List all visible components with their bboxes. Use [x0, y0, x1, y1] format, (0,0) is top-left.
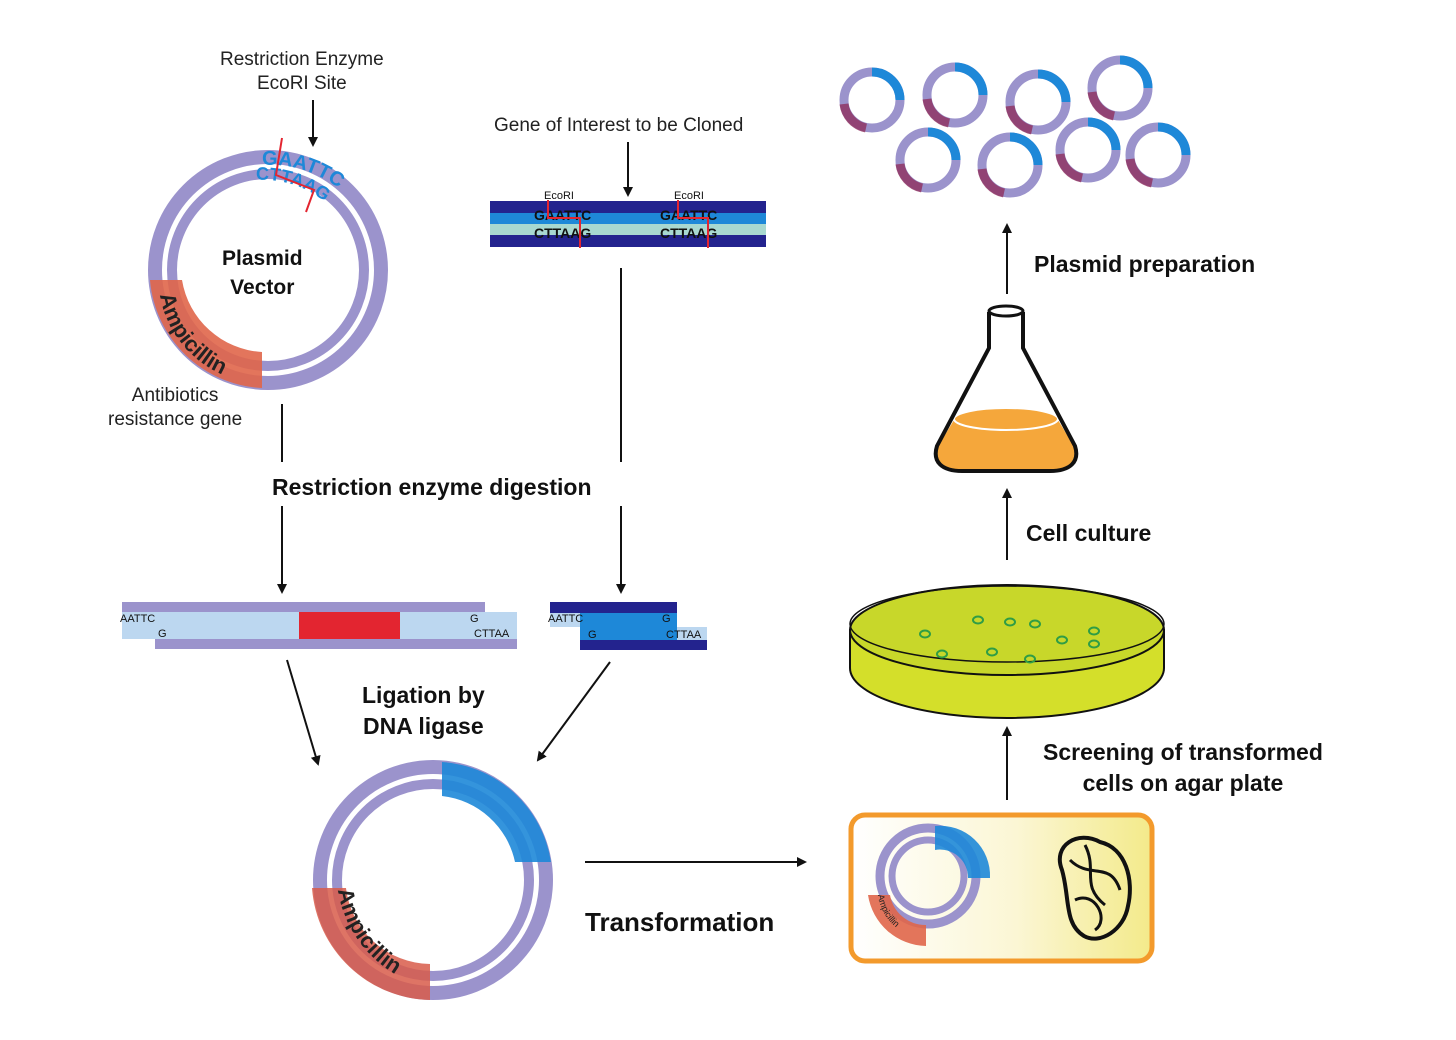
- mini-plasmid: [1087, 55, 1153, 121]
- insert-region: [299, 612, 400, 639]
- digested-insert: AATTC G G CTTAA: [548, 602, 707, 650]
- recombinant-plasmid: Ampicillin: [312, 760, 553, 1000]
- ampicillin-label: Ampicillin: [155, 290, 231, 379]
- mini-plasmid: [1055, 117, 1121, 183]
- bacterial-chromosome: [1058, 835, 1132, 941]
- prepared-plasmids: [839, 55, 1191, 198]
- cut-mark: [274, 137, 316, 213]
- transformation-label: Transformation: [585, 907, 775, 937]
- transformed-cell: Ampicillin: [848, 812, 1155, 964]
- cell-culture-label: Cell culture: [1026, 520, 1152, 546]
- screening-label: Screening of transformed cells on agar p…: [1043, 739, 1323, 796]
- plasmid-inner-strand: [167, 169, 369, 371]
- ins-g-right: G: [662, 613, 671, 625]
- ampicillin-region: [150, 280, 262, 388]
- digested-vector: AATTC G G CTTAA: [120, 602, 517, 649]
- restriction-site-label: Restriction Enzyme EcoRI Site: [220, 49, 384, 94]
- digestion-label: Restriction enzyme digestion: [272, 474, 592, 500]
- ligation-label: Ligation by DNA ligase: [362, 682, 485, 739]
- ampicillin-region-lig: [312, 888, 430, 1000]
- vec-cttaa: CTTAA: [474, 628, 510, 640]
- petri-dish: [849, 584, 1165, 719]
- mini-plasmid: [1005, 69, 1071, 135]
- ecori-left-label: EcoRI: [544, 190, 574, 202]
- vec-g-right: G: [470, 613, 479, 625]
- gene-of-interest-label: Gene of Interest to be Cloned: [494, 115, 744, 136]
- insert-gene-region: [442, 762, 551, 862]
- ins-aattc: AATTC: [548, 613, 583, 625]
- ins-cttaa: CTTAA: [666, 629, 702, 641]
- mini-plasmid: [922, 62, 988, 128]
- seq-left-top: GAATTC: [534, 207, 591, 223]
- colonies: [919, 615, 1100, 664]
- mini-plasmid: [977, 132, 1043, 198]
- vec-aattc: AATTC: [120, 613, 155, 625]
- ecori-right-label: EcoRI: [674, 190, 704, 202]
- plasmid-vector-label: Plasmid Vector: [222, 247, 303, 299]
- gene-of-interest-dna: EcoRI EcoRI GAATTC CTTAAG GAATTC CTTAAG: [490, 190, 766, 248]
- ins-g-left: G: [588, 629, 597, 641]
- plasmid-prep-label: Plasmid preparation: [1034, 251, 1256, 277]
- antibiotics-label: Antibiotics resistance gene: [108, 385, 243, 430]
- seq-left-bottom: CTTAAG: [534, 225, 591, 241]
- mini-plasmid: [839, 67, 905, 133]
- mini-plasmid: [895, 127, 961, 193]
- seq-right-bottom: CTTAAG: [660, 225, 717, 241]
- mini-plasmid: [1125, 122, 1191, 188]
- svg-text:Ampicillin: Ampicillin: [155, 290, 231, 379]
- vec-g-left: G: [158, 628, 167, 640]
- culture-flask: [933, 304, 1079, 473]
- plasmid-outer-strand: [148, 150, 388, 390]
